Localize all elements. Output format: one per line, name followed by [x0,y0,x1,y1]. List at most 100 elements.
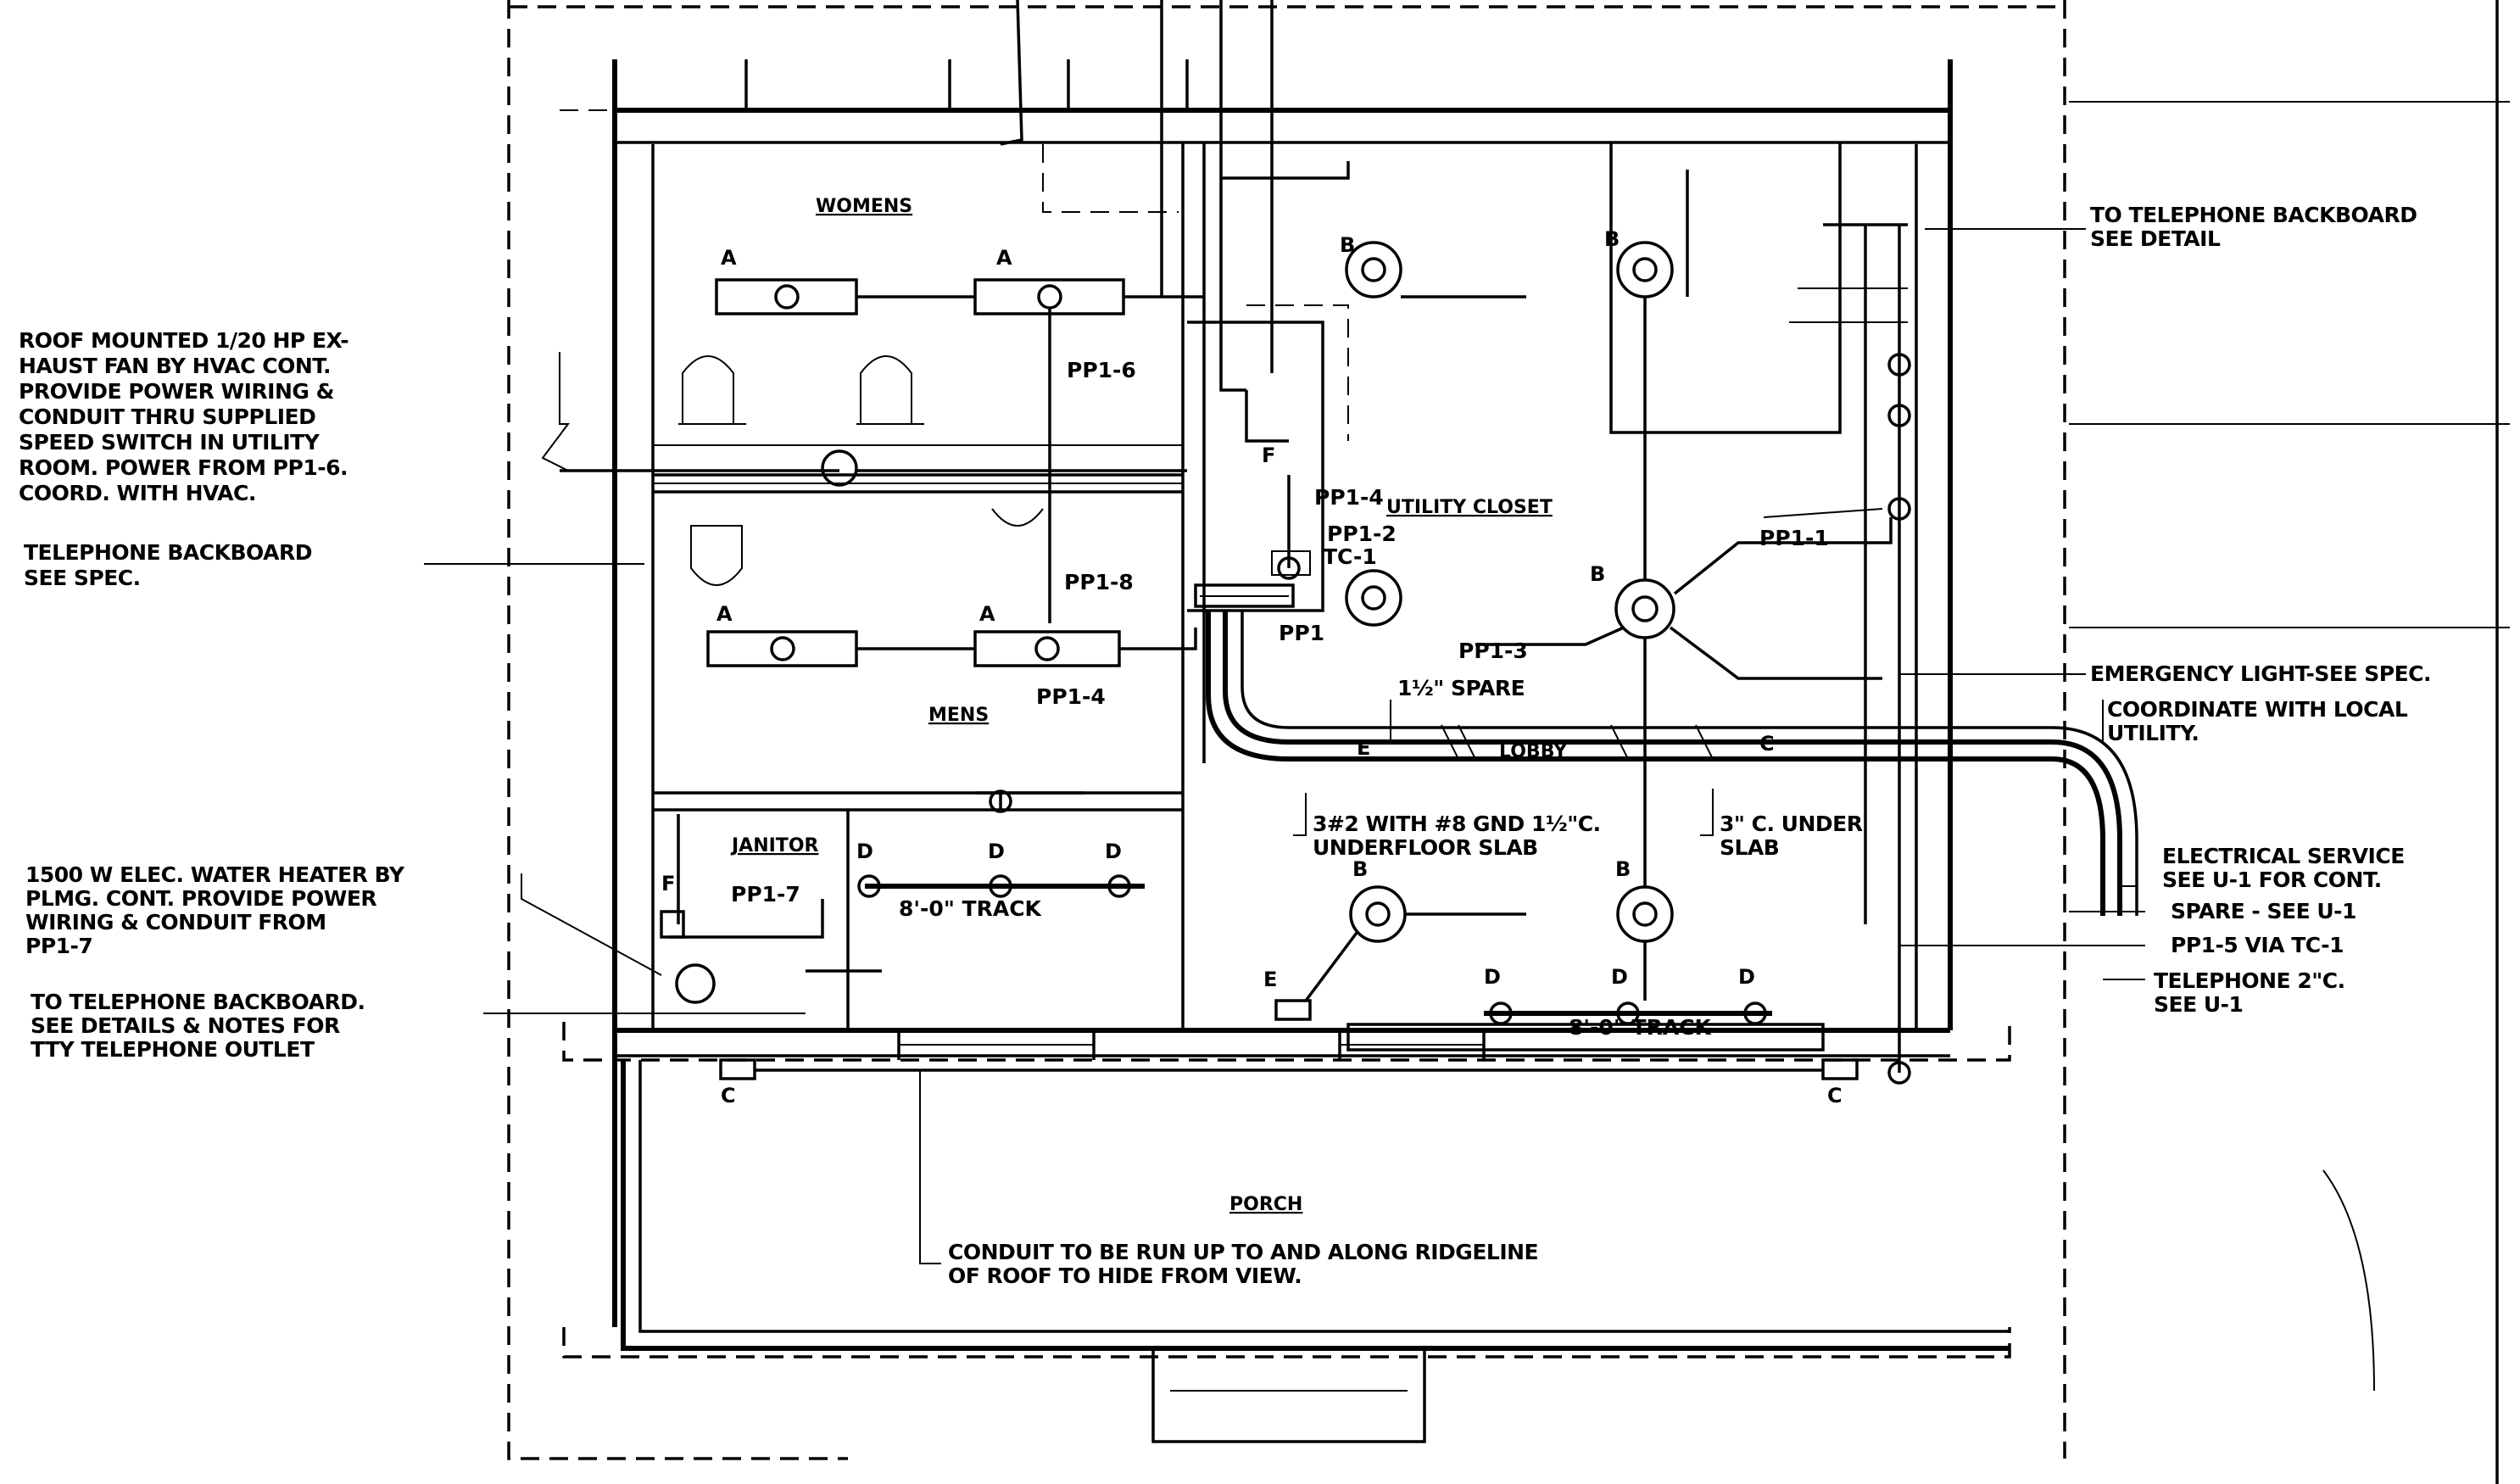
leader-water-heater [521,873,662,976]
wiring-b4-pp11 [1673,517,1893,595]
note-spare-conduit: 1½" SPARE [1397,676,1525,700]
floor-box [989,789,1012,813]
svg-text:UNDERFLOOR SLAB: UNDERFLOOR SLAB [1313,835,1538,860]
toilet-2 [860,355,912,425]
fixture-c-right [1821,1058,1859,1080]
north-window-jambs [744,59,1189,110]
homerun-utility [1219,0,1246,392]
room-janitor: JANITOR [730,835,819,856]
svg-text:TTY TELEPHONE OUTLET: TTY TELEPHONE OUTLET [31,1037,315,1062]
note-telephone-conduit: TELEPHONE 2"C. SEE U-1 [2154,968,2345,1017]
svg-text:3" C. UNDER: 3" C. UNDER [1720,812,1863,836]
svg-text:OF ROOF TO HIDE FROM VIEW.: OF ROOF TO HIDE FROM VIEW. [948,1264,1302,1288]
leader-exhaust [541,352,570,471]
receptacle-east-1 [1887,353,1911,377]
svg-text:COORD. WITH HVAC.: COORD. WITH HVAC. [19,481,256,505]
porch-outline [621,1060,2010,1351]
svg-text:SLAB: SLAB [1720,835,1779,860]
speed-switch [1245,390,1289,443]
note-water-heater: 1500 W ELEC. WATER HEATER BY PLMG. CONT.… [25,862,405,958]
panel-pp1 [1194,550,1311,608]
porch-steps [1151,1348,1426,1443]
fixture-type-c-left: C [721,1084,736,1107]
note-electrical-service: ELECTRICAL SERVICE SEE U-1 FOR CONT. [2162,844,2405,892]
fixture-type-d-2: D [988,840,1005,863]
fixture-type-b-1: B [1340,233,1355,257]
note-spare-u1: SPARE - SEE U-1 [2171,899,2356,923]
wiring-b4-emergency [1669,626,1882,680]
fixture-b-6 [1616,885,1674,943]
circuit-pp1-8: PP1-8 [1064,570,1134,594]
fixture-type-a-2: A [996,246,1012,270]
circuit-tc1: TC-1 [1323,544,1377,569]
fixture-type-f-janitor: F [661,872,675,895]
fixture-type-e-lobby: E [1357,736,1370,760]
light-fixtures [706,241,1859,1080]
room-mens: MENS [928,705,989,726]
svg-text:SPEED SWITCH IN UTILITY: SPEED SWITCH IN UTILITY [19,430,321,455]
fixture-a-3 [706,630,858,667]
svg-text:PROVIDE POWER WIRING &: PROVIDE POWER WIRING & [19,379,334,404]
sheet-grid-lines [2069,101,2510,628]
wiring-mens [856,628,1197,650]
svg-text:ROOM. POWER FROM PP1-6.: ROOM. POWER FROM PP1-6. [19,455,348,480]
svg-text:SEE U-1: SEE U-1 [2154,992,2243,1017]
fixture-b-5 [1349,885,1407,943]
fixture-a-4 [973,630,1121,667]
fixture-type-b-4: B [1590,562,1605,586]
exit-sign [1274,999,1312,1021]
track-left [857,874,1145,898]
circuit-pp1-3: PP1-3 [1458,639,1528,663]
leader-underfloor [1293,793,1307,836]
fixture-type-f-utility: F [1262,444,1275,467]
disconnect-f [660,910,685,939]
overhead-line-b [1246,304,1349,441]
svg-text:1500 W ELEC. WATER HEATER BY: 1500 W ELEC. WATER HEATER BY [25,862,405,887]
svg-text:ROOF MOUNTED 1/20 HP EX-: ROOF MOUNTED 1/20 HP EX- [19,328,348,353]
fixture-type-a-1: A [721,246,737,270]
svg-text:3#2 WITH #8 GND 1½"C.: 3#2 WITH #8 GND 1½"C. [1313,812,1601,836]
circuit-pp1-2: PP1-2 [1327,522,1397,546]
fixture-a-1 [715,278,858,315]
fixture-b-3 [1345,569,1402,627]
fixture-b-2 [1616,241,1674,298]
fixture-type-c-lobby: C [1759,732,1775,756]
svg-text:SEE DETAILS & NOTES FOR: SEE DETAILS & NOTES FOR [31,1013,340,1038]
receptacle-southeast [1887,1061,1911,1085]
fixture-type-d-3: D [1105,840,1122,863]
toilet-1 [682,355,734,425]
porch-edge [562,1327,2011,1358]
service-conduit-outer [1206,611,2105,916]
circuit-pp1-7: PP1-7 [731,882,800,907]
service-conduit-mid [1223,611,2122,916]
note-underfloor: 3#2 WITH #8 GND 1½"C. UNDERFLOOR SLAB [1313,812,1601,860]
receptacle-east-3 [1887,497,1911,521]
porch-roof-line [562,1022,2011,1062]
plumbing-fixtures [652,355,1184,586]
water-heater-symbol [675,963,716,1004]
svg-text:PP1-7: PP1-7 [25,934,92,958]
fixture-type-b-6: B [1615,857,1631,881]
track-left-label: 8'-0" TRACK [899,896,1043,921]
track-right [1346,1001,1825,1052]
fixture-type-e-exit: E [1263,968,1277,991]
room-womens: WOMENS [816,196,912,217]
porch-outline-inner [638,1060,2010,1333]
note-under-slab: 3" C. UNDER SLAB [1720,812,1863,860]
fixture-type-a-4: A [979,602,995,626]
circuit-pp1-1: PP1-1 [1759,526,1829,550]
exhaust-fan-symbol [821,449,858,487]
service-conduit-inner [1240,611,2138,916]
svg-text:SEE SPEC.: SEE SPEC. [24,566,141,590]
svg-text:HAUST FAN BY HVAC CONT.: HAUST FAN BY HVAC CONT. [19,354,331,378]
homerun-north-b [1000,0,1023,146]
tc1-cabinet [1277,556,1301,580]
svg-text:CONDUIT TO BE RUN UP TO AND AL: CONDUIT TO BE RUN UP TO AND ALONG RIDGEL… [948,1240,1538,1264]
circuit-wiring [424,0,2510,1484]
svg-text:PLMG. CONT. PROVIDE POWER: PLMG. CONT. PROVIDE POWER [25,886,376,911]
room-lobby: LOBBY [1499,741,1568,762]
fixture-type-d-1: D [856,840,873,863]
svg-text:TELEPHONE BACKBOARD: TELEPHONE BACKBOARD [24,540,312,565]
fixture-type-b-5: B [1352,857,1368,881]
